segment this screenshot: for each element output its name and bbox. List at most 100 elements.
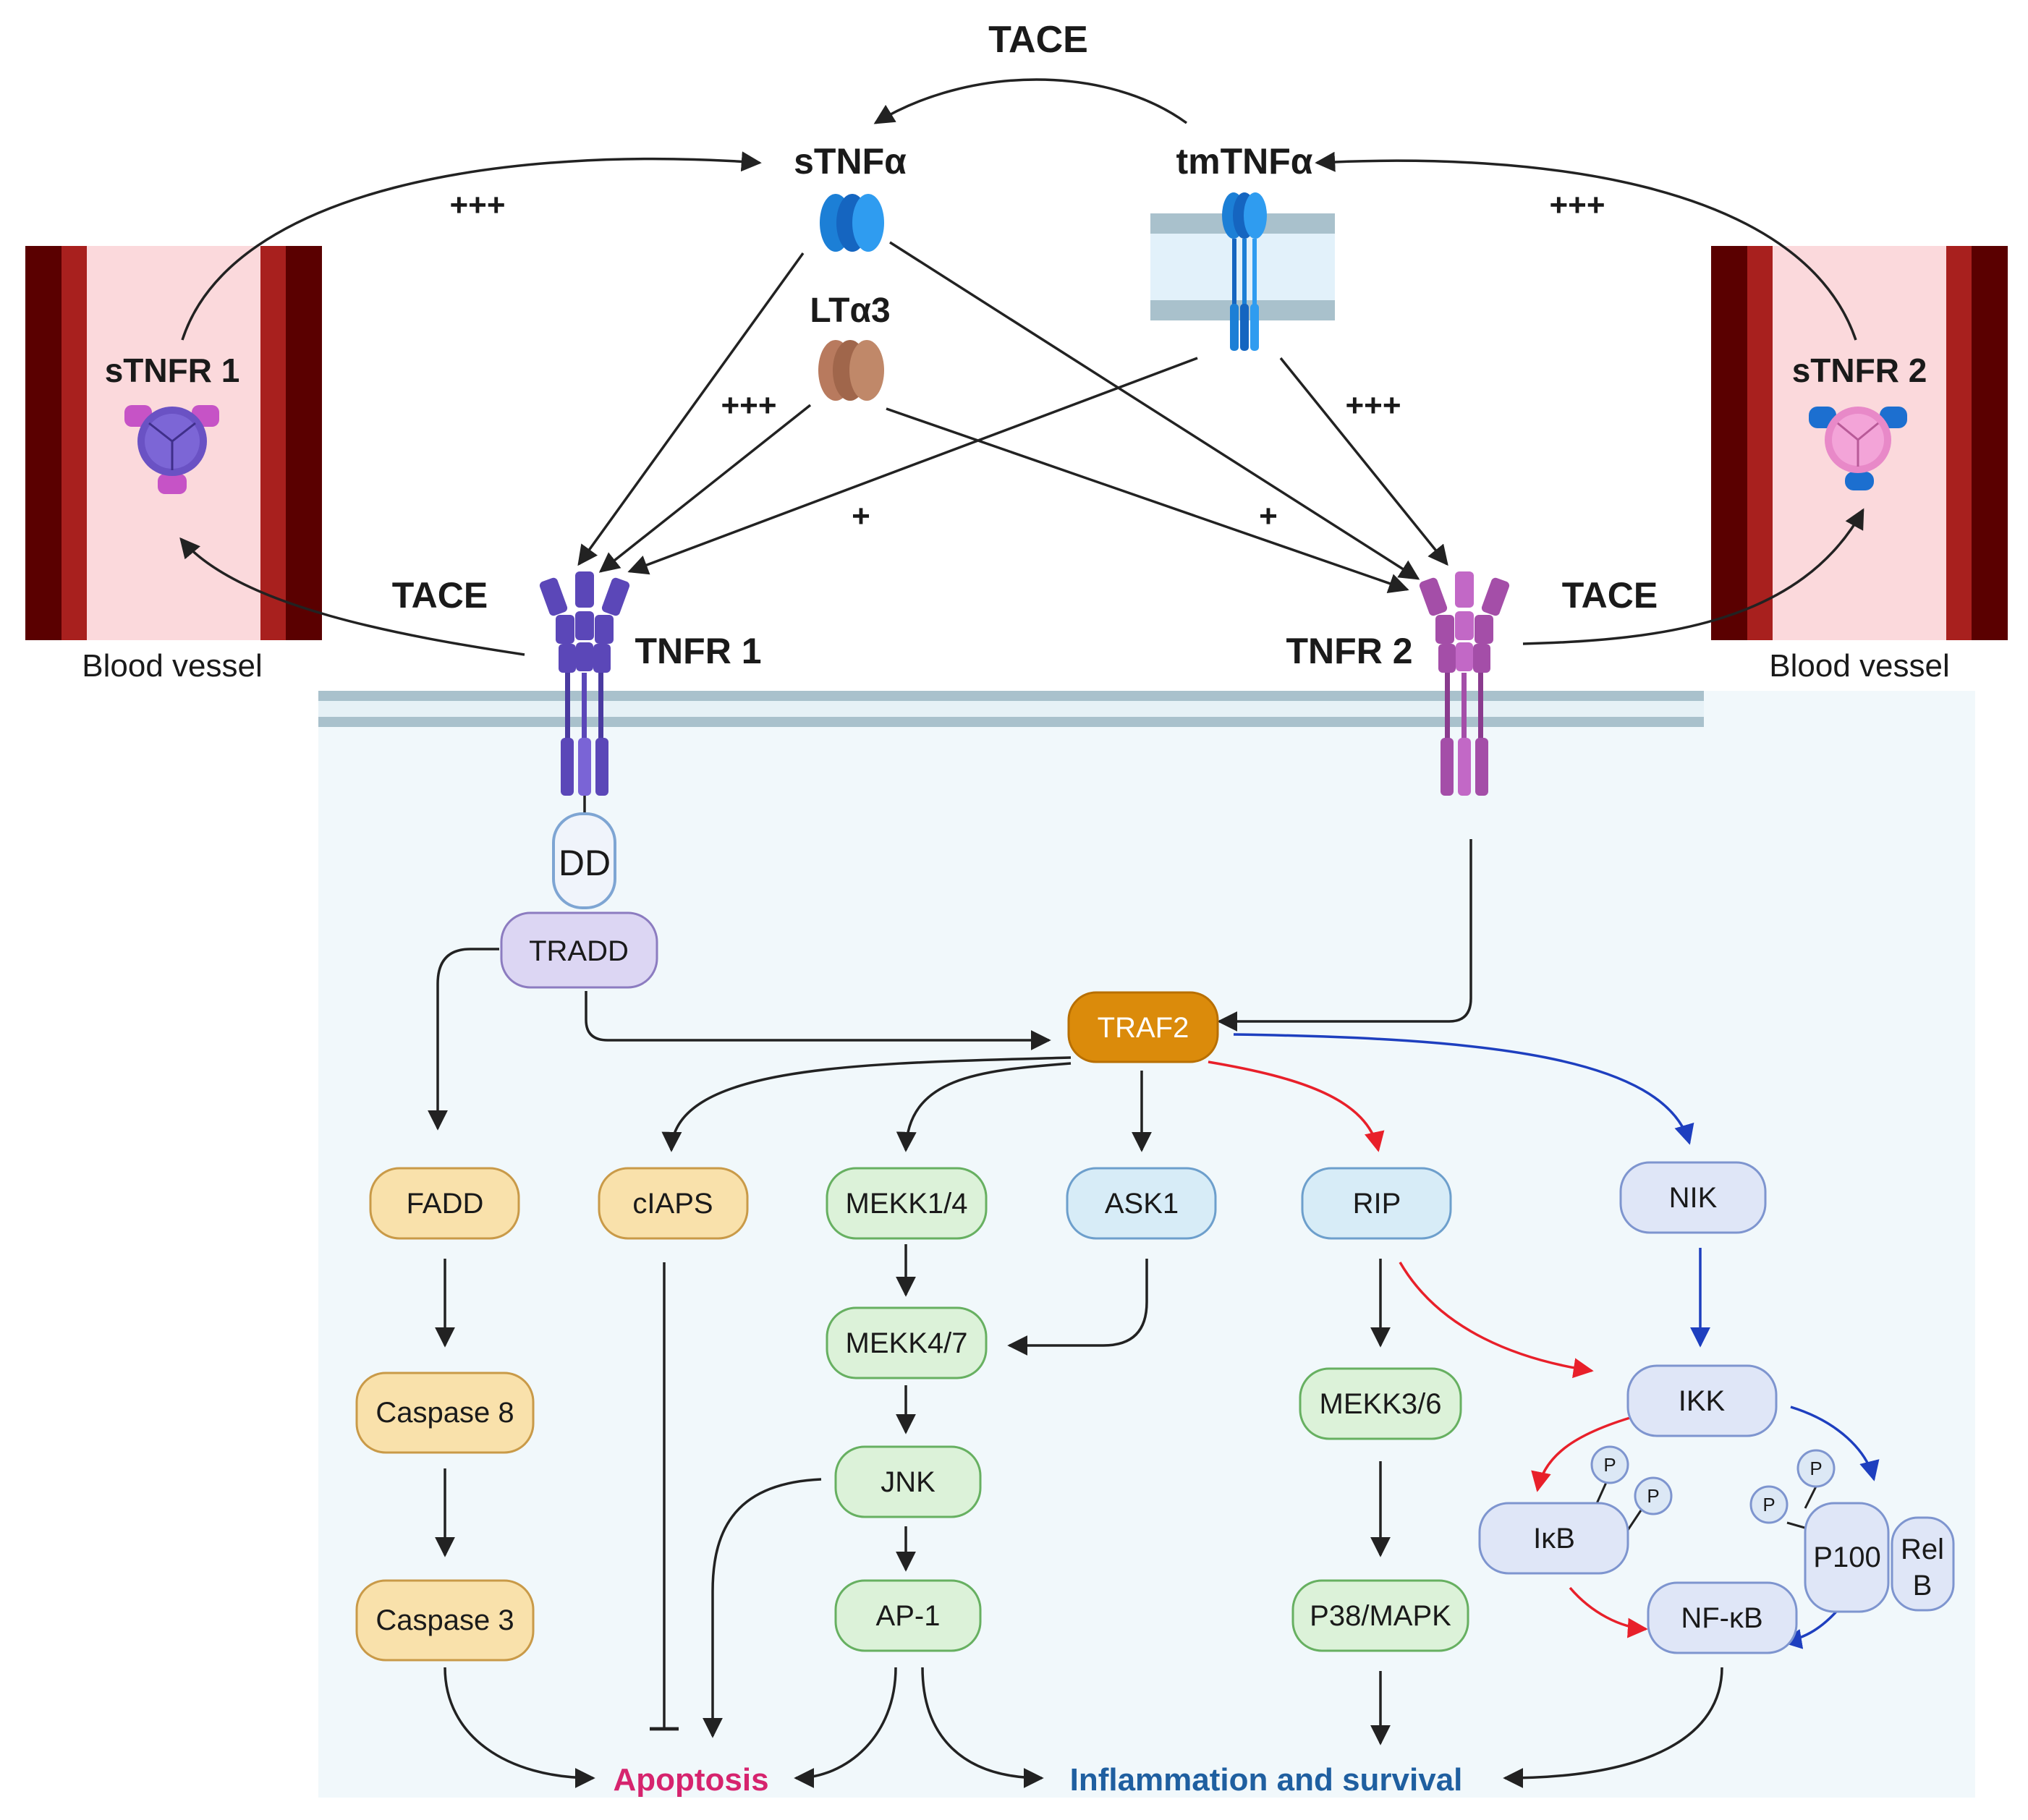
fadd-label: FADD: [407, 1188, 484, 1220]
phosphate-label: P: [1647, 1485, 1659, 1507]
mekk47-label: MEKK4/7: [846, 1327, 968, 1359]
sign-left-top: +++: [449, 187, 505, 223]
sign-tmtnfa-tnfr2: +++: [1345, 388, 1401, 423]
rip-label: RIP: [1353, 1188, 1401, 1220]
arrow-tnfr2-to-stnfr2: [1522, 508, 1864, 645]
ikb-label: IκB: [1533, 1523, 1575, 1555]
relb-label-line2: B: [1913, 1570, 1932, 1602]
nfkb-box: [1647, 1581, 1798, 1654]
stnfr1-label: sTNFR 1: [105, 352, 240, 389]
sign-stnfa-tnfr1: +++: [721, 388, 776, 423]
dd-box: [552, 812, 616, 909]
phosphate-icon: [1796, 1449, 1836, 1488]
fadd-box: [369, 1167, 520, 1240]
ask1-box: [1066, 1167, 1217, 1240]
tmtnfa-icon: [1222, 192, 1267, 351]
arrow-ikk-p100: [1790, 1406, 1880, 1481]
stnfr2-label: sTNFR 2: [1792, 352, 1927, 389]
nik-label: NIK: [1669, 1182, 1718, 1214]
tradd-label: TRADD: [529, 935, 629, 967]
arrow-tmtnfa-tnfr1: [627, 357, 1198, 575]
arrow-tmtnfa-tnfr2: [1279, 357, 1448, 566]
inflammation-label: Inflammation and survival: [1070, 1762, 1463, 1798]
relb-label-line1: Rel: [1901, 1534, 1944, 1565]
tnfr1-label: TNFR 1: [635, 631, 762, 671]
phosphate-label: P: [1603, 1454, 1616, 1476]
mekk36-box: [1299, 1367, 1462, 1440]
ikk-box: [1626, 1364, 1778, 1437]
arrow-tradd-traf2: [585, 991, 1051, 1050]
stnfa-label: sTNFα: [794, 141, 907, 182]
mekk14-label: MEKK1/4: [846, 1188, 968, 1220]
stnfr2-icon: [1809, 407, 1907, 490]
tradd-box: [500, 911, 658, 989]
p100-box: [1804, 1502, 1890, 1613]
arrow-stnfa-tnfr1: [577, 252, 805, 566]
tace-left-label: TACE: [392, 575, 488, 616]
arrow-rip-ikk: [1399, 1262, 1594, 1379]
phosphate-label: P: [1809, 1458, 1822, 1479]
blood-vessel-right-label: Blood vessel: [1769, 648, 1949, 684]
blood-vessel-right: [1711, 246, 2008, 640]
p38-label: P38/MAPK: [1310, 1600, 1451, 1632]
phosphate-icon: [1634, 1476, 1673, 1515]
tace-right-label: TACE: [1562, 575, 1658, 616]
nik-box: [1619, 1161, 1767, 1234]
blood-vessel-left-label: Blood vessel: [82, 648, 262, 684]
phosphate-icon: [1590, 1445, 1629, 1484]
phosphate-label: P: [1762, 1494, 1775, 1515]
caspase3-box: [355, 1579, 535, 1662]
arrow-traf2-nik: [1233, 1033, 1694, 1145]
arrow-ikb-nfkb: [1569, 1586, 1648, 1638]
arrow-ap1-apoptosis: [794, 1667, 897, 1788]
lta3-label: LTα3: [810, 292, 890, 330]
p38-box: [1291, 1579, 1469, 1652]
phosphate-icon: [1749, 1485, 1789, 1524]
arrow-tnfr1-to-stnfr1: [179, 537, 525, 656]
arrow-stnfr1-to-stnfa: [181, 151, 762, 341]
arrow-jnk-apoptosis: [703, 1478, 822, 1738]
arrow-traf2-mekk14: [896, 1062, 1072, 1152]
arrow-tace-top: [873, 78, 1188, 124]
arrow-ask1-mekk47: [1007, 1259, 1148, 1356]
arrow-nfkb-inflammation: [1503, 1667, 1723, 1788]
caspase8-label: Caspase 8: [376, 1397, 514, 1429]
stnfa-icon: [820, 194, 884, 252]
arrow-tnfr2-traf2: [1217, 839, 1472, 1032]
caspase3-label: Caspase 3: [376, 1604, 514, 1636]
rip-box: [1301, 1167, 1452, 1240]
jnk-label: JNK: [881, 1466, 935, 1498]
nfkb-label: NF-κB: [1681, 1602, 1762, 1634]
lta3-icon: [818, 340, 884, 401]
traf2-box: [1067, 991, 1219, 1063]
arrow-tradd-fadd: [428, 948, 499, 1131]
arrow-lta3-tnfr2: [886, 407, 1409, 593]
arrow-traf2-ciaps: [661, 1056, 1072, 1152]
mekk14-box: [826, 1167, 988, 1240]
tmtnfa-label: tmTNFα: [1176, 141, 1312, 182]
traf2-label: TRAF2: [1098, 1012, 1189, 1044]
ciaps-label: cIAPS: [632, 1188, 713, 1220]
tace-top-label: TACE: [988, 19, 1088, 61]
arrow-ap1-inflammation: [921, 1667, 1044, 1788]
arrow-casp3-apoptosis: [444, 1667, 595, 1788]
arrow-stnfr2-to-tmtnfa: [1315, 151, 1857, 341]
p100-label: P100: [1813, 1542, 1880, 1573]
dd-label: DD: [559, 843, 611, 883]
ciaps-box: [598, 1167, 749, 1240]
sign-right-top: +++: [1549, 187, 1605, 223]
arrow-stnfa-tnfr2: [889, 241, 1420, 580]
tnfr1-icon: [539, 571, 630, 796]
arrow-traf2-rip: [1208, 1060, 1385, 1152]
arrow-lta3-tnfr1: [598, 404, 812, 573]
apoptosis-label: Apoptosis: [613, 1762, 768, 1798]
mekk36-label: MEKK3/6: [1320, 1388, 1442, 1420]
mekk47-box: [826, 1306, 988, 1379]
plasma-membrane: [318, 691, 1704, 727]
jnk-box: [834, 1445, 982, 1518]
ap1-box: [834, 1579, 982, 1652]
relb-box: [1891, 1516, 1955, 1612]
arrow-ikk-ikb: [1531, 1413, 1643, 1492]
tnfr2-icon: [1419, 571, 1510, 796]
tnfr2-label: TNFR 2: [1286, 631, 1413, 671]
